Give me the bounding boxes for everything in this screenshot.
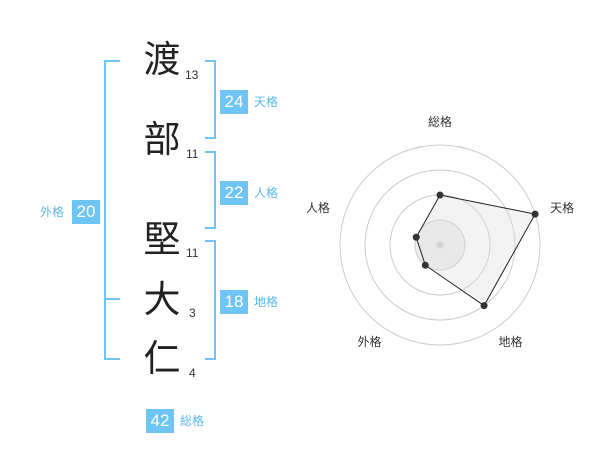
name-char-1: 渡 [143, 38, 181, 81]
radar-ring-3 [364, 169, 516, 321]
gaikaku-label: 外格 [40, 205, 65, 219]
radar-point-4 [421, 261, 429, 269]
radar-series [415, 194, 536, 307]
stroke-count-5: 4 [189, 366, 196, 380]
radar-polygon [415, 194, 536, 307]
radar-axis-label-3: 地格 [498, 335, 523, 350]
radar-point-1 [436, 191, 444, 199]
stroke-count-4: 3 [189, 306, 196, 320]
name-char-3: 堅 [143, 218, 181, 261]
radar-points [412, 191, 539, 310]
gaikaku-value-badge: 20 [72, 200, 100, 224]
soukaku-value-badge: 42 [146, 409, 174, 433]
radar-point-3 [480, 302, 488, 310]
chikaku-bracket [205, 240, 216, 360]
radar-ring-4 [339, 144, 541, 346]
soukaku-label: 総格 [180, 414, 205, 428]
stroke-count-1: 13 [185, 68, 199, 82]
radar-center [436, 241, 444, 249]
radar-axis-label-2: 天格 [550, 200, 575, 215]
radar-axis-label-4: 外格 [357, 335, 382, 350]
tenkaku-label: 天格 [254, 95, 279, 109]
stroke-count-3: 11 [186, 246, 199, 260]
gaikaku-bracket [104, 60, 120, 360]
radar-point-5 [412, 233, 420, 241]
radar-axis-label-5: 人格 [305, 200, 330, 215]
name-char-5: 仁 [143, 337, 181, 380]
jinkaku-label: 人格 [254, 186, 279, 200]
name-char-2: 部 [143, 118, 181, 161]
radar-axis-label-1: 総格 [427, 115, 453, 129]
tenkaku-value-badge: 24 [220, 90, 248, 114]
chikaku-label: 地格 [254, 295, 279, 309]
tenkaku-bracket [205, 60, 216, 139]
name-char-4: 大 [143, 278, 181, 321]
chikaku-value-badge: 18 [220, 290, 248, 314]
jinkaku-bracket [205, 151, 216, 229]
radar-point-2 [531, 210, 539, 218]
jinkaku-value-badge: 22 [220, 181, 248, 205]
stroke-count-2: 11 [186, 147, 199, 161]
